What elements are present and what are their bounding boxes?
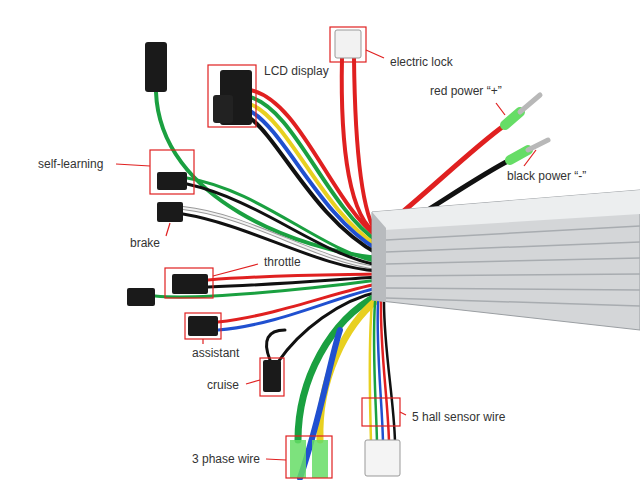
connector: [157, 172, 187, 190]
controller-top: [372, 190, 640, 230]
sleeve: [510, 150, 528, 160]
wire: [183, 208, 378, 268]
sleeve: [505, 112, 520, 125]
sleeve: [290, 440, 306, 478]
fin: [386, 274, 640, 276]
part-label: 3 phase wire: [190, 452, 262, 466]
connector: [157, 202, 183, 222]
part-label: black power “-”: [505, 169, 588, 183]
callout-box: [208, 65, 256, 127]
part-label: self-learning: [36, 157, 105, 171]
connector: [263, 360, 281, 392]
wire: [187, 184, 378, 265]
wire: [183, 214, 378, 271]
part-label: assistant: [190, 346, 241, 360]
sleeve: [312, 440, 328, 478]
callout-box: [165, 268, 213, 298]
wire: [218, 284, 378, 322]
part-label: electric lock: [388, 55, 455, 69]
part-label: red power “+”: [428, 84, 504, 98]
connector: [188, 316, 218, 336]
leader-line: [166, 223, 170, 236]
end-cap: [372, 212, 386, 302]
connector: [335, 30, 361, 58]
wire: [183, 208, 378, 268]
part-label: cruise: [205, 378, 241, 392]
callout-box: [185, 313, 221, 339]
callout-box: [362, 398, 400, 426]
wire-loop: [266, 330, 285, 360]
wire: [354, 58, 378, 236]
callout-box: [286, 436, 332, 478]
part-label: 5 hall sensor wire: [410, 410, 507, 424]
leader-line: [266, 459, 286, 460]
connector: [145, 42, 167, 92]
controller-body: [372, 190, 640, 330]
part-label: throttle: [262, 255, 303, 269]
leader-line: [246, 380, 260, 384]
phase-wire: [298, 295, 378, 440]
leader-line: [496, 103, 505, 115]
fin: [386, 288, 640, 290]
connector: [172, 274, 208, 294]
hall-wire: [370, 302, 372, 442]
leader-line: [400, 412, 406, 415]
leader-line: [524, 150, 536, 166]
leader-line: [366, 50, 384, 58]
wire: [342, 58, 378, 234]
callout-box: [260, 358, 284, 396]
connector: [365, 440, 400, 476]
hall-wire: [384, 302, 395, 442]
connector: [213, 95, 233, 123]
leader-line: [213, 264, 258, 276]
leader-line: [202, 339, 203, 344]
connector: [127, 288, 155, 306]
fins: [386, 226, 640, 306]
bullet-plug: [528, 140, 548, 150]
part-label: brake: [128, 236, 162, 250]
fin: [386, 258, 640, 264]
part-label: LCD display: [262, 64, 331, 78]
bullet-plug: [520, 95, 540, 112]
fin: [386, 298, 640, 306]
leader-line: [116, 164, 150, 166]
fin: [386, 242, 640, 252]
fin: [386, 226, 640, 240]
callout-box: [330, 27, 366, 62]
callout-box: [150, 150, 194, 194]
